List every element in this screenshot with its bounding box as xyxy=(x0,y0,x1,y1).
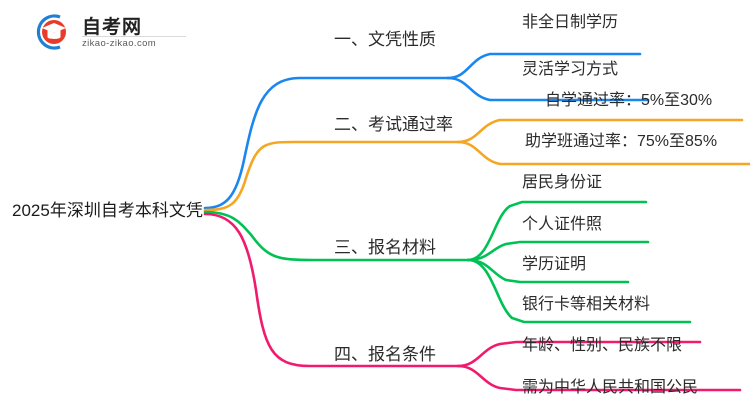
leaf-node-2-1[interactable]: 自学通过率：5%至30% xyxy=(545,92,713,109)
link-branch4-child1 xyxy=(456,340,702,368)
link-root-branch2 xyxy=(203,140,460,212)
branch-node-4[interactable]: 四、报名条件 xyxy=(334,345,436,364)
leaf-node-3-3[interactable]: 学历证明 xyxy=(522,256,587,273)
logo-divider xyxy=(82,36,186,37)
link-branch3-child4 xyxy=(466,258,692,324)
link-branch2-child1 xyxy=(456,118,744,144)
logo-title-cn: 自考网 xyxy=(82,17,143,38)
link-branch1-child2 xyxy=(446,76,650,102)
site-logo: 自考网 zikao-zikao.com xyxy=(30,10,190,56)
leaf-node-3-2[interactable]: 个人证件照 xyxy=(522,216,603,233)
leaf-node-1-2[interactable]: 灵活学习方式 xyxy=(522,61,619,78)
link-root-branch4 xyxy=(203,212,460,368)
branch-node-1[interactable]: 一、文凭性质 xyxy=(334,30,436,49)
graduation-cap-circle-logo-icon xyxy=(30,12,74,52)
mindmap-root-node[interactable]: 2025年深圳自考本科文凭 xyxy=(12,201,203,220)
leaf-node-4-1[interactable]: 年龄、性别、民族不限 xyxy=(522,337,683,354)
logo-domain: zikao-zikao.com xyxy=(82,38,157,49)
leaf-node-1-1[interactable]: 非全日制学历 xyxy=(522,14,619,31)
branch-node-2[interactable]: 二、考试通过率 xyxy=(334,115,453,134)
leaf-node-2-2[interactable]: 助学班通过率：75%至85% xyxy=(525,133,718,150)
branch-node-3[interactable]: 三、报名材料 xyxy=(334,238,436,257)
link-branch4-child2 xyxy=(456,364,742,392)
link-branch3-child1 xyxy=(466,200,648,262)
leaf-node-4-2[interactable]: 需为中华人民共和国公民 xyxy=(522,379,699,396)
leaf-node-3-1[interactable]: 居民身份证 xyxy=(522,174,603,191)
leaf-node-3-4[interactable]: 银行卡等相关材料 xyxy=(522,296,651,313)
link-root-branch1 xyxy=(203,76,450,210)
link-branch2-child2 xyxy=(456,140,750,166)
link-root-branch3 xyxy=(203,210,470,262)
link-branch1-child1 xyxy=(446,52,642,80)
